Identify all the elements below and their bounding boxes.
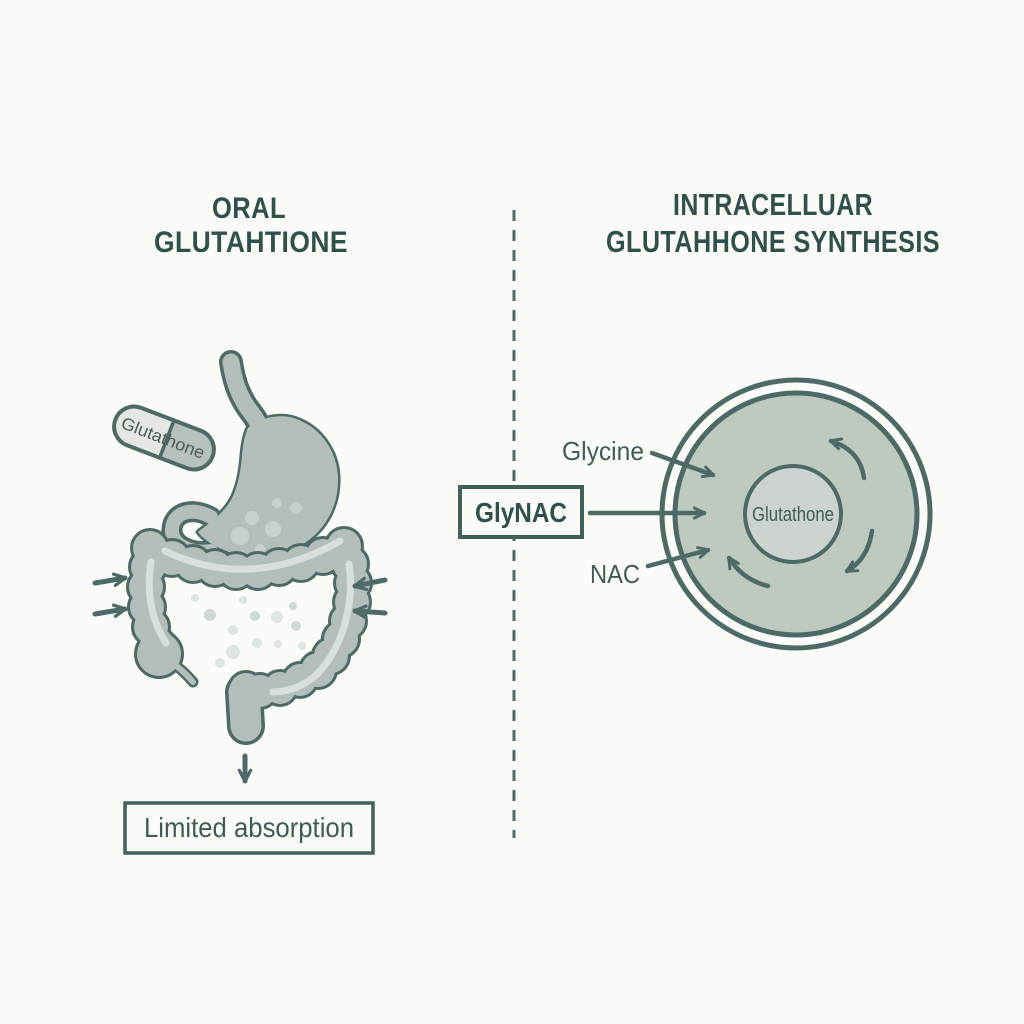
nucleus-glutathione-label: Glutathone xyxy=(752,504,834,526)
left-inward-arrows xyxy=(92,572,128,618)
cycle-arrow-right xyxy=(844,528,875,574)
cell-nucleus xyxy=(743,464,843,564)
glycine-arrow xyxy=(649,450,716,478)
glycine-label: Glycine xyxy=(562,436,644,466)
right-inward-arrows xyxy=(352,576,388,619)
right-arrow-top xyxy=(352,576,388,592)
limited-absorption-label: Limited absorption xyxy=(144,812,354,843)
pill-cap-dark xyxy=(159,420,214,470)
right-arrow-bottom xyxy=(352,604,388,619)
left-panel-title-line2: GLUTAHTIONE xyxy=(154,226,348,259)
pill-divider xyxy=(158,421,175,457)
left-arrow-bottom xyxy=(92,603,128,618)
intestine-highlights xyxy=(145,537,355,696)
left-arrow-top xyxy=(92,572,128,587)
cycle-arrow-top xyxy=(828,437,867,481)
glynac-label: GlyNAC xyxy=(475,497,567,528)
stomach-bubbles xyxy=(231,498,302,554)
right-panel-title-line2: GLUTAHHONE SYNTHESIS xyxy=(606,224,940,259)
right-panel-title-line1: INTRACELLUAR xyxy=(673,187,873,222)
stomach-body-fill xyxy=(198,416,339,556)
limited-absorption-box: Limited absorption xyxy=(123,801,375,855)
glynac-box: GlyNAC xyxy=(458,485,584,539)
cycle-arrow-left xyxy=(726,555,771,589)
rectum-fill xyxy=(228,676,262,742)
nac-arrow xyxy=(645,546,711,569)
large-intestine-fill-pass xyxy=(129,529,370,742)
cell-illustration: Glutathone xyxy=(659,377,933,651)
left-panel-title-line1: ORAL xyxy=(212,192,286,225)
floating-particles xyxy=(191,594,306,668)
glutathione-pill: Glutathone xyxy=(112,404,216,472)
pill-outline xyxy=(112,404,216,472)
stomach-illustration xyxy=(161,350,341,563)
nac-label: NAC xyxy=(590,559,640,589)
synthesis-cycle-arrows xyxy=(726,437,875,589)
